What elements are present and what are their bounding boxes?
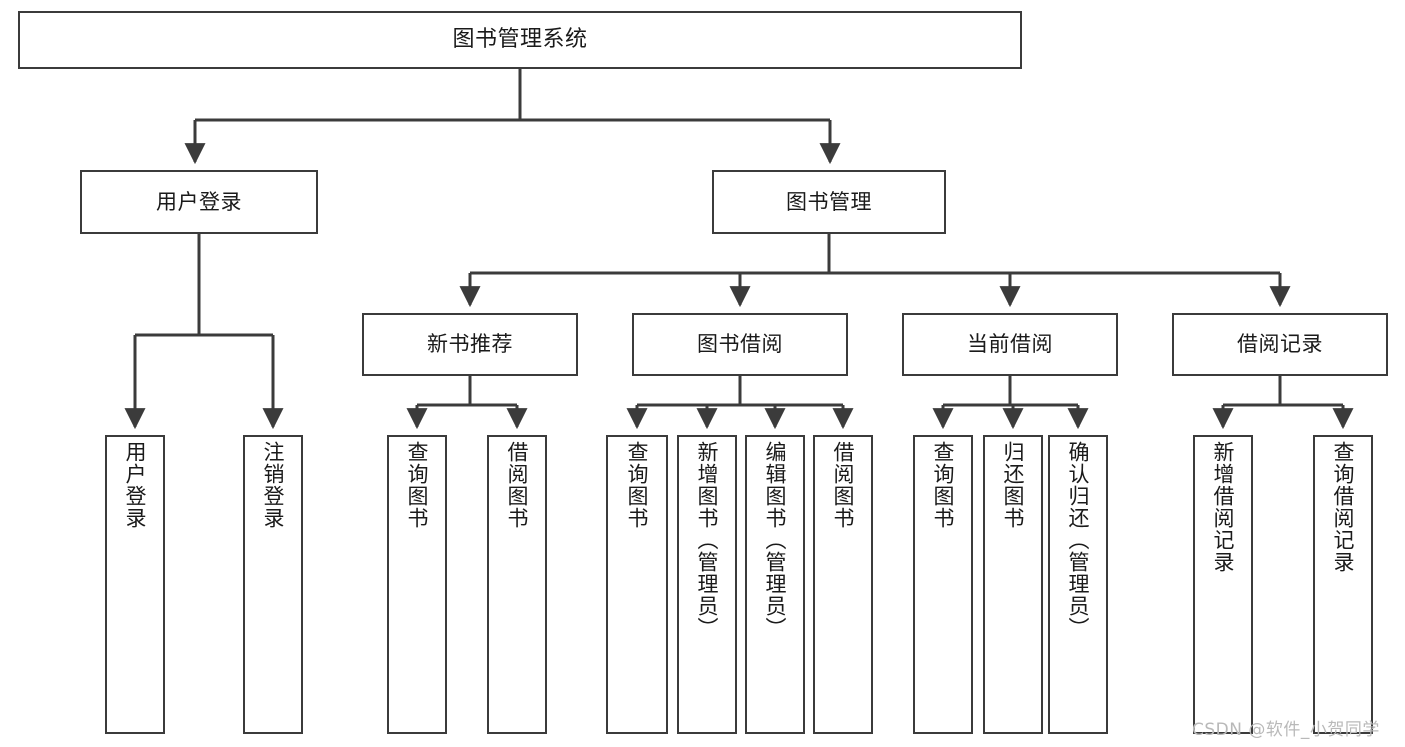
node-leaf-logout-label: 注销登录	[261, 441, 286, 529]
node-leaf-query-book-3-label: 查询图书	[931, 441, 956, 529]
node-leaf-query-record-label: 查询借阅记录	[1331, 441, 1356, 573]
node-borrow-record[interactable]: 借阅记录	[1172, 313, 1388, 376]
node-leaf-return-book-label: 归还图书	[1001, 441, 1026, 529]
node-leaf-borrow-book-1-label: 借阅图书	[505, 441, 530, 529]
node-leaf-edit-book-label: 编辑图书（管理员）	[763, 441, 788, 639]
node-current-borrow-label: 当前借阅	[967, 332, 1053, 357]
node-leaf-add-book[interactable]: 新增图书（管理员）	[677, 435, 737, 734]
node-user-login-label: 用户登录	[156, 189, 242, 214]
node-new-book-rec-label: 新书推荐	[427, 332, 513, 357]
node-leaf-query-book-2-label: 查询图书	[625, 441, 650, 529]
node-leaf-borrow-book-2-label: 借阅图书	[831, 441, 856, 529]
node-leaf-confirm-return[interactable]: 确认归还（管理员）	[1048, 435, 1108, 734]
node-root-label: 图书管理系统	[452, 27, 588, 53]
node-leaf-query-book-2[interactable]: 查询图书	[606, 435, 668, 734]
node-leaf-borrow-book-2[interactable]: 借阅图书	[813, 435, 873, 734]
node-book-manage-label: 图书管理	[786, 189, 872, 214]
node-current-borrow[interactable]: 当前借阅	[902, 313, 1118, 376]
node-book-borrow[interactable]: 图书借阅	[632, 313, 848, 376]
node-borrow-record-label: 借阅记录	[1237, 332, 1323, 357]
node-leaf-query-book-1-label: 查询图书	[405, 441, 430, 529]
node-leaf-confirm-return-label: 确认归还（管理员）	[1066, 441, 1091, 639]
node-leaf-user-login-label: 用户登录	[123, 441, 148, 529]
node-leaf-add-book-label: 新增图书（管理员）	[695, 441, 720, 639]
node-leaf-query-book-1[interactable]: 查询图书	[387, 435, 447, 734]
node-leaf-logout[interactable]: 注销登录	[243, 435, 303, 734]
node-leaf-return-book[interactable]: 归还图书	[983, 435, 1043, 734]
node-new-book-rec[interactable]: 新书推荐	[362, 313, 578, 376]
node-leaf-borrow-book-1[interactable]: 借阅图书	[487, 435, 547, 734]
node-book-borrow-label: 图书借阅	[697, 332, 783, 357]
node-leaf-edit-book[interactable]: 编辑图书（管理员）	[745, 435, 805, 734]
node-user-login[interactable]: 用户登录	[80, 170, 318, 234]
node-leaf-add-record[interactable]: 新增借阅记录	[1193, 435, 1253, 734]
node-leaf-user-login[interactable]: 用户登录	[105, 435, 165, 734]
node-leaf-query-book-3[interactable]: 查询图书	[913, 435, 973, 734]
node-leaf-add-record-label: 新增借阅记录	[1211, 441, 1236, 573]
node-book-manage[interactable]: 图书管理	[712, 170, 946, 234]
node-root[interactable]: 图书管理系统	[18, 11, 1022, 69]
node-leaf-query-record[interactable]: 查询借阅记录	[1313, 435, 1373, 734]
watermark: CSDN @软件_小贺同学	[1192, 720, 1380, 740]
